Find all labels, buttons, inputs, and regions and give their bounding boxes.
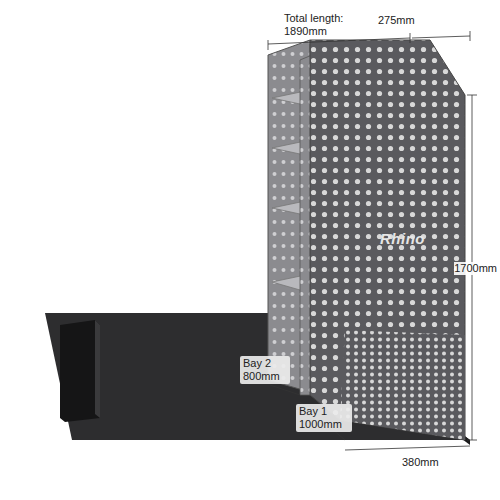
bay-label: Bay 1 1000mm — [296, 404, 352, 432]
dimension-label: Total length: 1890mm — [284, 12, 346, 38]
dimension-label: 275mm — [378, 14, 415, 27]
brand-logo: Rhino — [380, 232, 425, 245]
dimension-label: 380mm — [402, 456, 439, 469]
dimension-label: 1700mm — [454, 262, 497, 275]
bay-label: Bay 2 800mm — [240, 356, 290, 384]
